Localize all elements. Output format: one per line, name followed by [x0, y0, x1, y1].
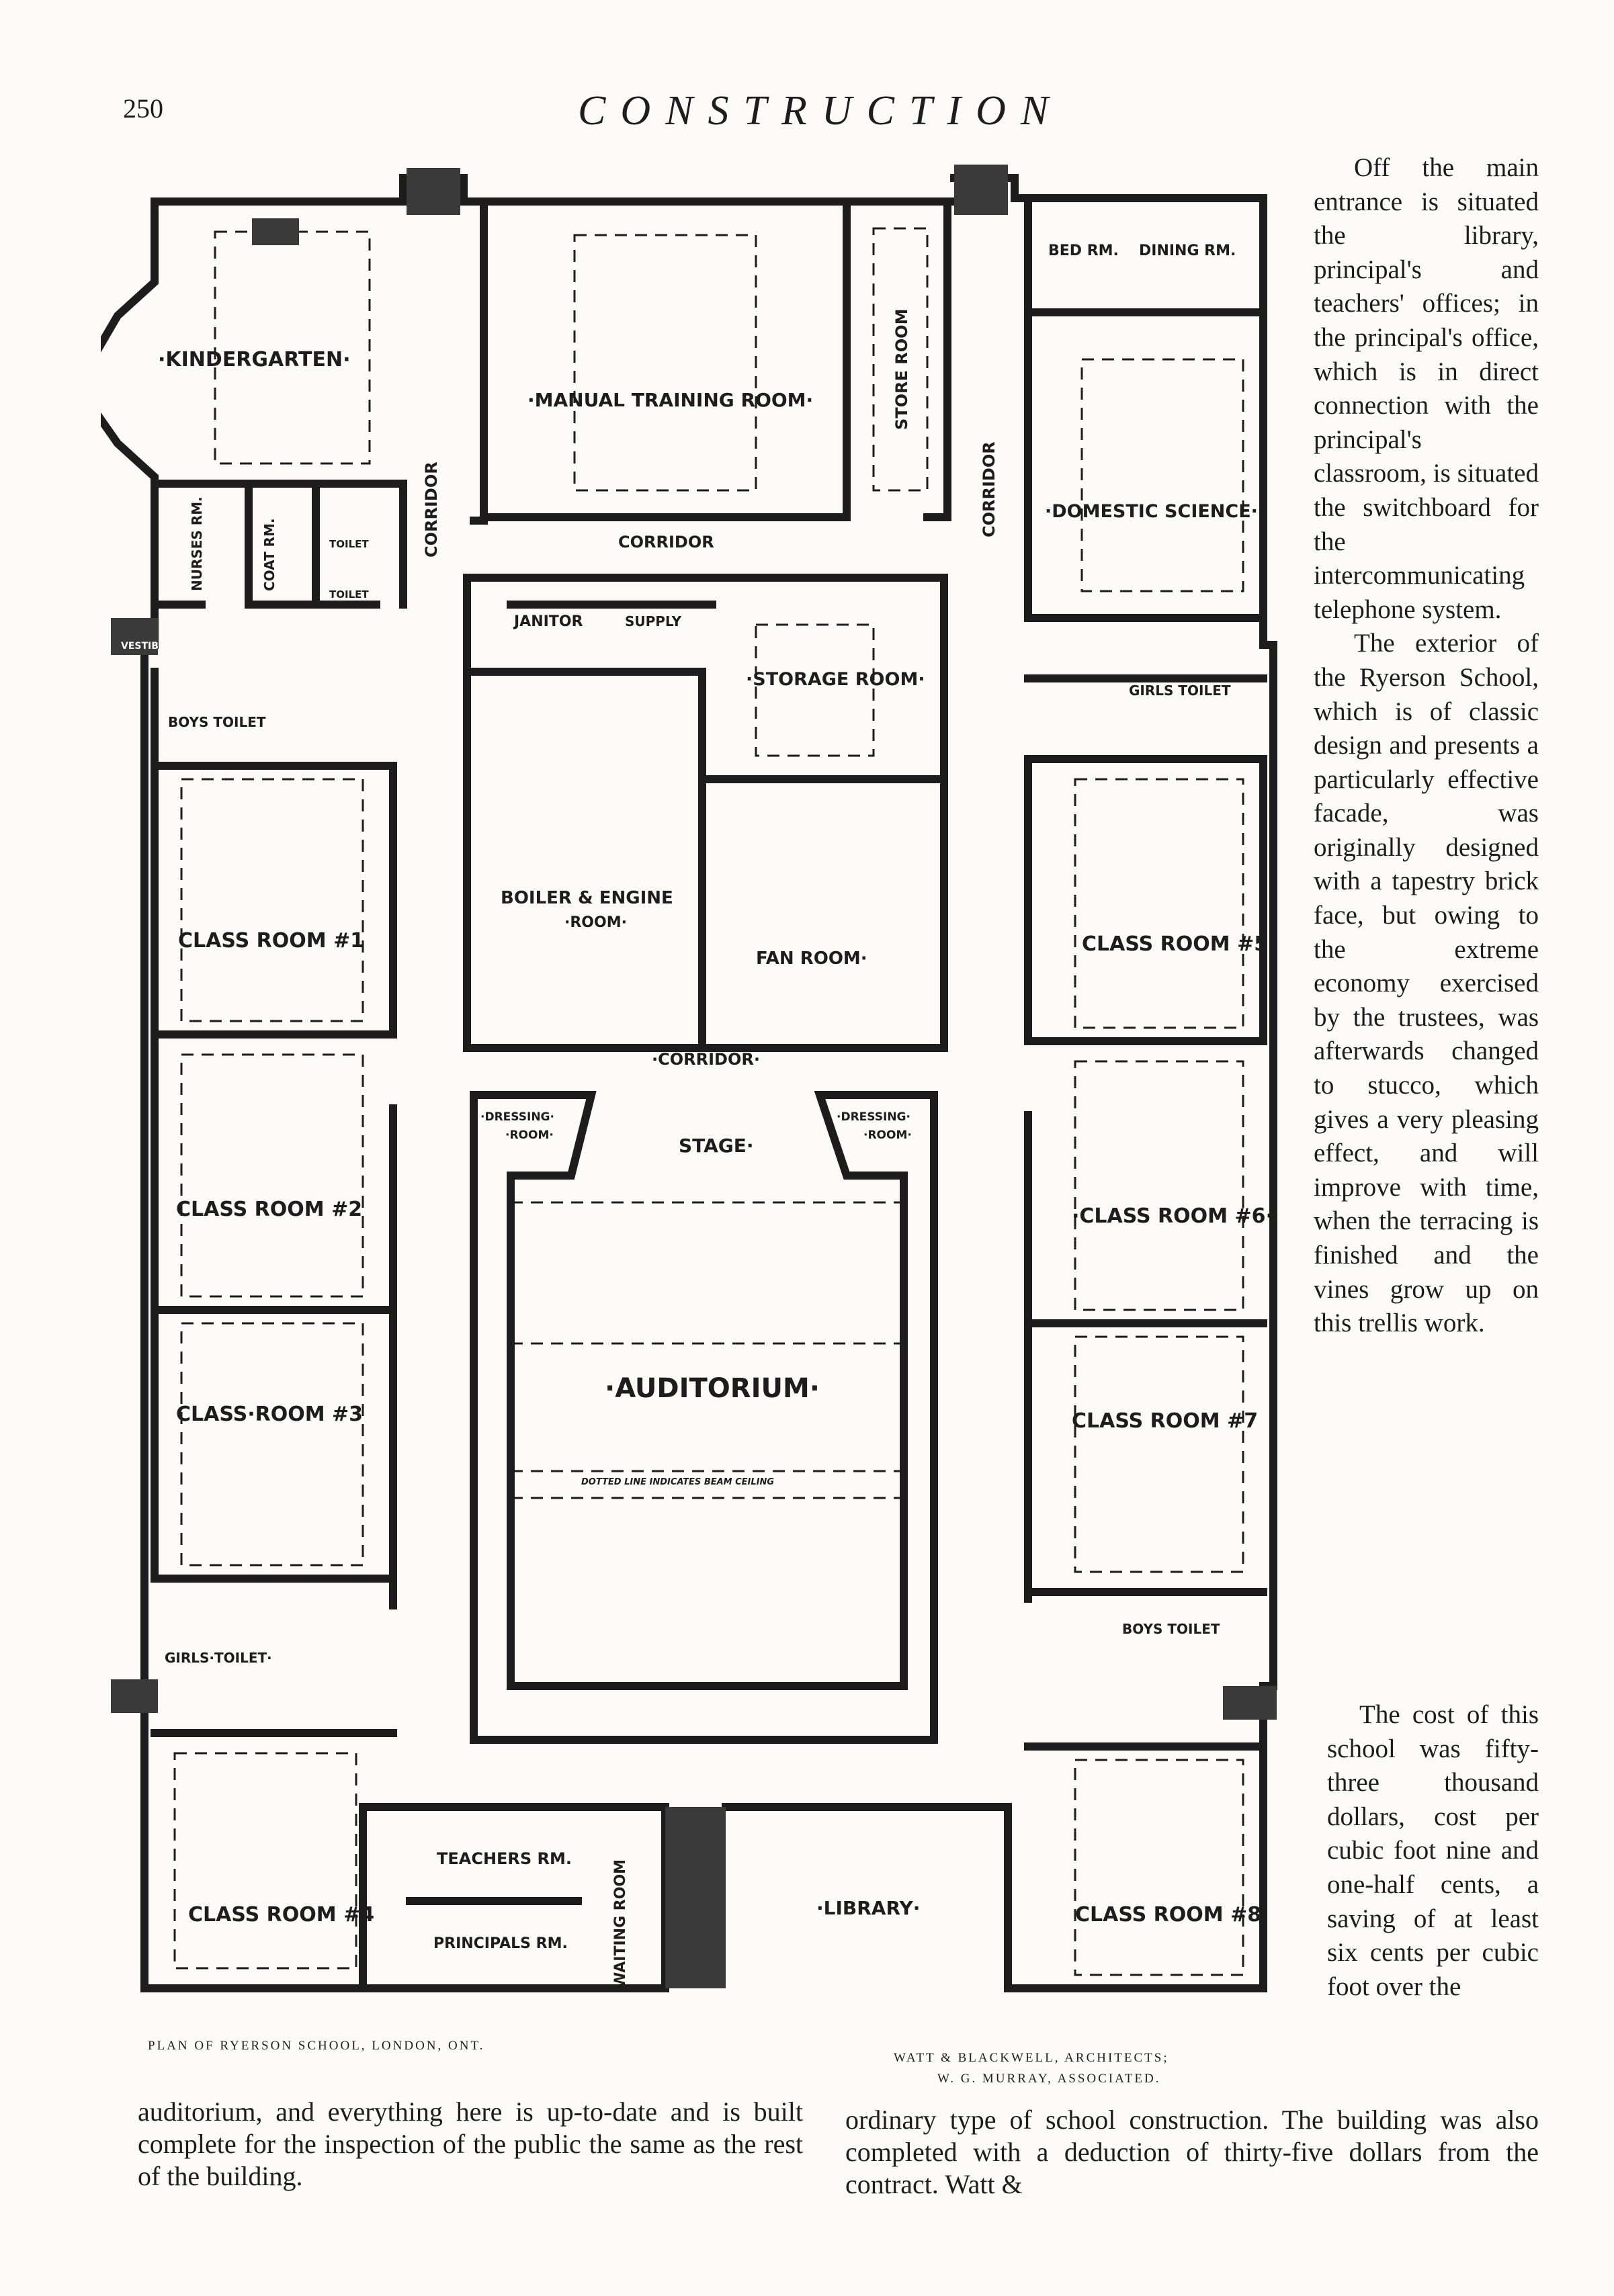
architect-caption-line-2: W. G. MURRAY, ASSOCIATED. — [937, 2072, 1161, 2086]
bottom-right-paragraph: ordinary type of school construction. Th… — [845, 2105, 1539, 2199]
label-principals-rm: PRINCIPALS RM. — [433, 1935, 568, 1952]
label-kindergarten: ·KINDERGARTEN· — [158, 348, 350, 371]
label-store-room: STORE ROOM — [892, 309, 911, 430]
label-class-7: CLASS ROOM #7 — [1072, 1409, 1258, 1433]
label-toilet-upper: TOILET — [329, 538, 369, 550]
label-corridor-top: CORRIDOR — [618, 533, 714, 551]
label-girls-toilet-left: GIRLS·TOILET· — [165, 1650, 272, 1666]
label-class-3: CLASS·ROOM #3 — [176, 1403, 363, 1426]
label-teachers-rm: TEACHERS RM. — [437, 1849, 572, 1868]
architect-caption-line-1: WATT & BLACKWELL, ARCHITECTS; — [894, 2051, 1169, 2065]
running-title: CONSTRUCTION — [578, 88, 1064, 134]
label-toilet-lower: TOILET — [329, 588, 369, 601]
label-storage-room: ·STORAGE ROOM· — [746, 669, 925, 690]
label-class-1: CLASS ROOM #1 — [178, 929, 364, 953]
label-girls-toilet-right: GIRLS TOILET — [1129, 682, 1231, 699]
label-dining-rm: DINING RM. — [1139, 242, 1236, 259]
sidebar-paragraph-3: The cost of this school was fifty-three … — [1327, 1700, 1539, 2001]
sidebar-paragraph-1: Off the main entrance is situated the li… — [1314, 153, 1539, 624]
label-corridor-right: CORRIDOR — [980, 441, 999, 537]
label-class-8: CLASS ROOM #8 — [1075, 1903, 1261, 1927]
label-vestibule-left: VESTIBULE — [121, 641, 179, 652]
label-domestic-science: ·DOMESTIC SCIENCE· — [1045, 501, 1258, 522]
label-nurses-rm: NURSES RM. — [189, 496, 205, 591]
page-number: 250 — [123, 93, 163, 124]
label-bed-rm: BED RM. — [1048, 242, 1119, 259]
sidebar-paragraph-2: The exterior of the Ryerson School, whic… — [1314, 629, 1539, 1338]
label-janitor: JANITOR — [513, 613, 583, 630]
sidebar-column-text: Off the main entrance is situated the li… — [1314, 151, 1539, 1341]
label-auditorium: ·AUDITORIUM· — [605, 1373, 820, 1404]
bottom-left-paragraph: auditorium, and everything here is up-to… — [138, 2096, 803, 2191]
label-corridor-left: CORRIDOR — [422, 461, 441, 558]
label-manual-training: ·MANUAL TRAINING ROOM· — [527, 389, 813, 411]
label-dressing-right-1: ·DRESSING· — [837, 1110, 910, 1124]
label-dressing-right-2: ·ROOM· — [863, 1129, 912, 1142]
label-dressing-left-1: ·DRESSING· — [480, 1110, 554, 1124]
label-library: ·LIBRARY· — [816, 1897, 920, 1919]
label-fan-room: FAN ROOM· — [756, 948, 867, 969]
label-class-4: CLASS ROOM #4 — [188, 1903, 374, 1927]
label-supply: SUPPLY — [625, 613, 682, 629]
label-ceiling-note: DOTTED LINE INDICATES BEAM CEILING — [581, 1477, 774, 1487]
label-corridor-mid: ·CORRIDOR· — [652, 1050, 760, 1069]
label-waiting-room: WAITING ROOM — [612, 1859, 629, 1988]
label-coat-rm: COAT RM. — [261, 518, 278, 591]
label-class-2: CLASS ROOM #2 — [176, 1198, 362, 1221]
label-boys-toilet-right: BOYS TOILET — [1122, 1621, 1220, 1637]
label-dressing-left-2: ·ROOM· — [505, 1129, 554, 1142]
label-class-6: ·CLASS ROOM #6· — [1072, 1204, 1273, 1228]
floor-plan: ·KINDERGARTEN· ·MANUAL TRAINING ROOM· ST… — [101, 165, 1277, 1992]
label-class-5: CLASS ROOM #5 — [1082, 932, 1268, 956]
label-boys-toilet-left: BOYS TOILET — [168, 714, 266, 730]
label-boiler-engine: BOILER & ENGINE — [501, 888, 673, 908]
label-boiler-room: ·ROOM· — [564, 914, 627, 931]
plan-caption: PLAN OF RYERSON SCHOOL, LONDON, ONT. — [148, 2039, 485, 2053]
label-stage: STAGE· — [679, 1135, 754, 1157]
